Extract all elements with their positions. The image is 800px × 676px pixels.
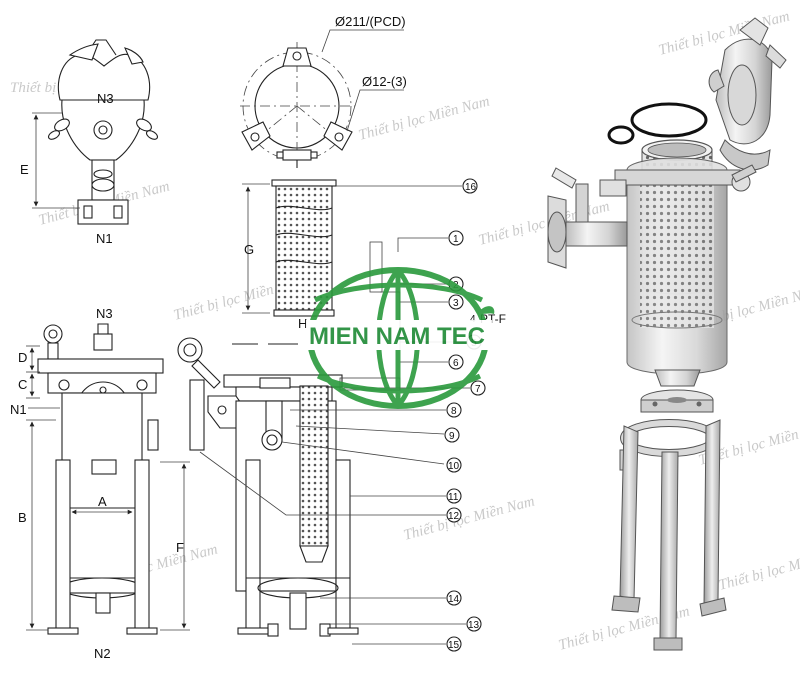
dim-label-c: C	[18, 377, 27, 392]
dim-label-a: A	[98, 494, 107, 509]
part-number-8: 8	[451, 406, 457, 417]
part-number-12: 12	[448, 511, 460, 522]
watermark-text: Thiết bị lọc Miền Nam	[357, 93, 492, 143]
section-view	[177, 241, 401, 637]
dim-label-g: G	[244, 242, 254, 257]
part-number-16: 16	[465, 182, 477, 193]
part-number-13: 13	[468, 620, 480, 631]
nozzle-label-n1-top: N1	[96, 231, 113, 246]
nozzle-label-n3-top: N3	[97, 91, 114, 106]
part-number-15: 15	[448, 640, 460, 651]
part-number-7: 7	[475, 384, 481, 395]
part-number-1: 1	[453, 234, 459, 245]
nozzle-label-n1-front: N1	[10, 402, 27, 417]
part-number-10: 10	[448, 461, 460, 472]
part-number-9: 9	[449, 431, 455, 442]
part-number-4: 4	[470, 314, 476, 325]
watermark-text: Thiết bị lọc Miền Nam	[717, 543, 800, 593]
dim-label-b: B	[18, 510, 27, 525]
dim-label-d: D	[18, 350, 27, 365]
dim-label-holes: Ø12-(3)	[362, 74, 407, 89]
front-view: D C N1 B A F N3 N2	[10, 306, 190, 661]
mien-nam-tec-logo: MIEN NAM TEC	[306, 267, 495, 409]
dim-label-f: F	[176, 540, 184, 555]
dim-label-pcd: Ø211/(PCD)	[335, 14, 406, 29]
part-number-11: 11	[448, 492, 459, 503]
logo-text: MIEN NAM TEC	[309, 323, 485, 350]
dim-label-e: E	[20, 162, 29, 177]
lid-plan-view: Ø211/(PCD) Ø12-(3)	[240, 14, 407, 168]
nozzle-label-n2: N2	[94, 646, 111, 661]
watermark-text: Thiết bị lọc Miền Nam	[402, 493, 537, 543]
part-number-3: 3	[453, 298, 459, 309]
dim-label-h: H	[298, 316, 307, 331]
lid-side-view: E N3 N1	[20, 39, 159, 246]
exploded-3d-view	[547, 17, 787, 651]
nozzle-label-n3-front: N3	[96, 306, 113, 321]
filter-basket-view: G H 16	[242, 178, 478, 331]
part-number-6: 6	[453, 358, 459, 369]
part-number-14: 14	[448, 594, 460, 605]
